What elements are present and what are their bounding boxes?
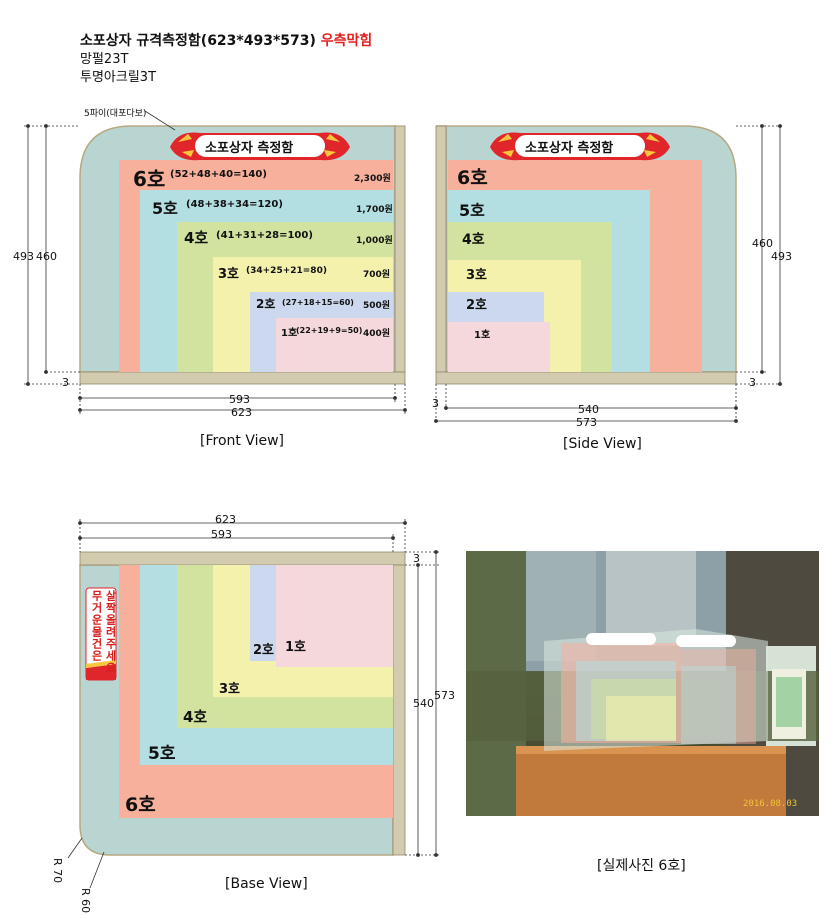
- front-formula-6: (52+48+40=140): [170, 169, 267, 180]
- front-dim-width-inner: 593: [229, 393, 250, 406]
- side-banner-text: 소포상자 측정함: [525, 141, 614, 156]
- front-price-1: 400원: [363, 329, 391, 339]
- base-size-3: 3호: [219, 682, 241, 697]
- front-size-4: 4호: [184, 229, 209, 247]
- photo-caption: [실제사진 6호]: [597, 858, 686, 874]
- side-banner: [490, 132, 670, 161]
- front-price-4: 1,000원: [356, 236, 393, 246]
- side-dim-width-total: 573: [576, 416, 597, 429]
- side-left-wall: [435, 125, 447, 373]
- front-formula-5: (48+38+34=120): [186, 199, 283, 210]
- front-box-1: [276, 318, 393, 372]
- front-price-2: 500원: [363, 301, 391, 311]
- front-price-3: 700원: [363, 270, 391, 280]
- base-box-1: [276, 565, 393, 667]
- side-box-1: [448, 322, 550, 372]
- side-dim-height-total: 493: [771, 250, 792, 263]
- front-dimensions: [24, 110, 407, 414]
- base-dimensions: [67, 519, 440, 889]
- front-price-6: 2,300원: [354, 174, 391, 184]
- side-size-1: 1호: [474, 330, 491, 341]
- front-size-2: 2호: [256, 297, 276, 311]
- front-dim-height-inner: 460: [36, 250, 57, 263]
- front-dim-base: 3: [62, 376, 69, 389]
- base-size-4: 4호: [183, 708, 208, 726]
- front-view-drawing: [79, 125, 406, 385]
- front-dim-width-total: 623: [231, 406, 252, 419]
- base-size-5: 5호: [148, 744, 176, 764]
- base-size-2: 2호: [253, 643, 275, 658]
- side-view-drawing: [435, 125, 737, 385]
- side-dim-height-inner: 460: [752, 237, 773, 250]
- side-size-4: 4호: [462, 232, 485, 248]
- side-dimensions: [434, 124, 784, 424]
- front-dim-height-total: 493: [13, 250, 34, 263]
- front-formula-2: (27+18+15=60): [282, 298, 354, 307]
- spec-line-2: 투명아크릴3T: [80, 70, 157, 85]
- front-size-1: 1호: [281, 328, 298, 339]
- front-right-wall: [394, 125, 406, 373]
- side-base: [435, 371, 737, 385]
- front-price-5: 1,700원: [356, 205, 393, 215]
- base-size-6: 6호: [125, 794, 156, 816]
- photo-date-stamp: 2016.08.03: [743, 799, 798, 809]
- base-dim-radius-outer: R 70: [51, 858, 64, 884]
- front-formula-4: (41+31+28=100): [216, 230, 313, 241]
- page-title: 소포상자 규격측정함(623*493*573) 우측막힘: [80, 30, 372, 50]
- base-dim-depth-inner: 540: [413, 697, 434, 710]
- front-banner: [170, 132, 350, 161]
- actual-photo: 2016.08.03: [466, 551, 819, 816]
- base-dim-thickness: 3: [413, 552, 420, 565]
- side-view-caption: [Side View]: [563, 436, 642, 452]
- photo-illustration: [466, 551, 819, 816]
- side-dim-base: 3: [749, 376, 756, 389]
- front-formula-1: (22+19+9=50): [296, 326, 363, 335]
- title-highlight: 우측막힘: [320, 33, 373, 49]
- front-size-6: 6호: [133, 167, 166, 191]
- base-dim-width-total: 623: [215, 513, 236, 526]
- notice-text-col1: 살짝올려주세요: [104, 590, 117, 674]
- side-dim-width-inner: 540: [578, 403, 599, 416]
- front-banner-text: 소포상자 측정함: [205, 141, 294, 156]
- front-base: [79, 371, 406, 385]
- side-size-6: 6호: [457, 167, 488, 189]
- side-dim-thickness: 3: [432, 397, 439, 410]
- notice-text-col2: 무거운물건은: [90, 590, 103, 662]
- side-size-3: 3호: [466, 268, 488, 283]
- side-size-5: 5호: [459, 201, 485, 220]
- base-back-wall: [79, 551, 406, 566]
- base-right-wall: [392, 564, 406, 856]
- spec-line-1: 망펄23T: [80, 52, 129, 67]
- front-formula-3: (34+25+21=80): [246, 266, 327, 276]
- front-size-5: 5호: [152, 199, 178, 218]
- base-dim-radius-inner: R 60: [79, 888, 92, 914]
- title-text: 소포상자 규격측정함(623*493*573): [80, 33, 316, 49]
- front-note: 5파이(대포다보): [84, 109, 147, 119]
- base-dim-depth-total: 573: [434, 689, 455, 702]
- base-dim-width-inner: 593: [211, 528, 232, 541]
- base-view-caption: [Base View]: [225, 876, 308, 892]
- front-view-caption: [Front View]: [200, 433, 285, 449]
- front-size-3: 3호: [218, 267, 240, 282]
- side-size-2: 2호: [466, 298, 488, 313]
- base-view-drawing: [79, 551, 406, 856]
- base-size-1: 1호: [285, 640, 307, 655]
